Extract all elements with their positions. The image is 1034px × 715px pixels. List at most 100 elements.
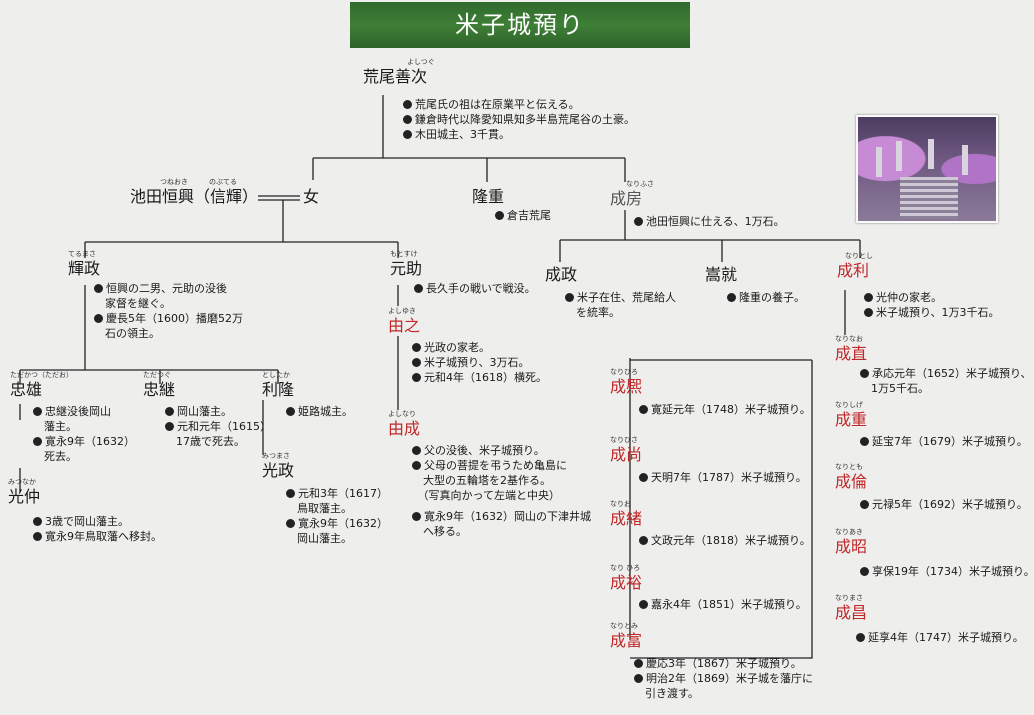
ruby-toshitaka: としたか xyxy=(262,371,290,379)
note-item: 天明7年（1787）米子城預り。 xyxy=(639,470,807,485)
ruby-naritomi: なりとみ xyxy=(610,622,638,630)
note-item: 鳥取藩主。 xyxy=(286,501,388,516)
note-item: 光政の家老。 xyxy=(412,340,547,355)
note-text: を統率。 xyxy=(565,306,620,319)
notes-yoshiyuki: 光政の家老。 米子城預り、3万石。 元和4年（1618）横死。 xyxy=(412,340,547,385)
note-text: へ移る。 xyxy=(412,525,467,538)
node-terumasa: てるまさ 輝政 xyxy=(68,250,100,279)
bullet-icon xyxy=(33,407,42,416)
notes-yoshinari: 父の没後、米子城預り。 父母の菩提を弔うため亀島に 大型の五輪塔を2基作る。 （… xyxy=(412,443,591,539)
note-item: 延宝7年（1679）米子城預り。 xyxy=(860,434,1028,449)
notes-tadakatsu: 忠継没後岡山 藩主。 寛永9年（1632） 死去。 xyxy=(33,404,135,464)
bullet-icon xyxy=(860,567,869,576)
ruby-mitsunaka: みつなか xyxy=(8,478,36,486)
ruby-narinao: なりなお xyxy=(835,335,863,343)
name-tsuneoki: 池田恒興（信輝） xyxy=(130,187,259,206)
note-text: 寛永9年鳥取藩へ移封。 xyxy=(45,530,162,543)
note-text: 倉吉荒尾 xyxy=(507,209,551,222)
node-narishige: なりしげ 成重 xyxy=(835,401,867,430)
note-text: （写真向かって左端と中央） xyxy=(412,489,560,502)
note-text: 17歳で死去。 xyxy=(165,435,245,448)
name-narimasa2: 成昌 xyxy=(835,603,868,622)
note-text: 天明7年（1787）米子城預り。 xyxy=(651,471,807,484)
note-item: 光仲の家老。 xyxy=(864,290,1000,305)
name-toshitaka: 利隆 xyxy=(262,380,295,399)
bullet-icon xyxy=(412,358,421,367)
name-onna: 女 xyxy=(303,187,320,206)
note-item: 岡山藩主。 xyxy=(165,404,271,419)
node-yoshinari: よしなり 由成 xyxy=(388,410,420,439)
notes-nario: 文政元年（1818）米子城預り。 xyxy=(639,533,811,548)
bullet-icon xyxy=(412,446,421,455)
note-text: 鎌倉時代以降愛知県知多半島荒尾谷の土豪。 xyxy=(415,113,635,126)
note-item: 寛永9年（1632） xyxy=(33,434,135,449)
note-text: 文政元年（1818）米子城預り。 xyxy=(651,534,811,547)
note-item: 倉吉荒尾 xyxy=(495,208,551,223)
node-naritomo: なりとも 成倫 xyxy=(835,463,867,492)
node-tadakatsu: ただかつ（ただお） 忠雄 xyxy=(10,371,73,400)
note-text: 藩主。 xyxy=(33,420,77,433)
note-item: 藩主。 xyxy=(33,419,135,434)
note-item: 鎌倉時代以降愛知県知多半島荒尾谷の土豪。 xyxy=(403,112,635,127)
note-item: 3歳で岡山藩主。 xyxy=(33,514,162,529)
bullet-icon xyxy=(412,373,421,382)
node-onna: 女 xyxy=(303,187,319,207)
note-item: 寛延元年（1748）米子城預り。 xyxy=(639,402,811,417)
note-item: 父母の菩提を弔うため亀島に xyxy=(412,458,591,473)
note-text: 米子城預り、1万3千石。 xyxy=(876,306,1000,319)
bullet-icon xyxy=(403,115,412,124)
note-text: 寛永9年（1632） xyxy=(298,517,388,530)
notes-terumasa: 恒興の二男、元助の没後 家督を継ぐ。 慶長5年（1600）播磨52万 石の領主。 xyxy=(94,281,243,341)
bullet-icon xyxy=(860,500,869,509)
note-item: （写真向かって左端と中央） xyxy=(412,488,591,503)
bullet-icon xyxy=(634,217,643,226)
note-item: 姫路城主。 xyxy=(286,404,353,419)
name-narifusa: 成房 xyxy=(610,189,643,208)
note-text: 承応元年（1652）米子城預り、 xyxy=(872,367,1032,380)
notes-narinao: 承応元年（1652）米子城預り、 1万5千石。 xyxy=(860,366,1032,396)
name-naritomi: 成富 xyxy=(610,631,643,650)
note-text: 明治2年（1869）米子城を藩庁に xyxy=(646,672,813,685)
note-item: 石の領主。 xyxy=(94,326,243,341)
note-item: 享保19年（1734）米子城預り。 xyxy=(860,564,1034,579)
note-text: 家督を継ぐ。 xyxy=(94,297,171,310)
bullet-icon xyxy=(412,343,421,352)
note-text: 寛永9年（1632） xyxy=(45,435,135,448)
note-text: 父の没後、米子城預り。 xyxy=(424,444,545,457)
note-text: 大型の五輪塔を2基作る。 xyxy=(412,474,551,487)
note-item: 文政元年（1818）米子城預り。 xyxy=(639,533,811,548)
note-text: 延宝7年（1679）米子城預り。 xyxy=(872,435,1028,448)
name-sukenari: 嵩就 xyxy=(705,265,738,284)
name-tadatsugu: 忠継 xyxy=(143,380,176,399)
note-item: 忠継没後岡山 xyxy=(33,404,135,419)
note-text: 木田城主、3千貫。 xyxy=(415,128,510,141)
notes-naritomi: 慶応3年（1867）米子城預り。 明治2年（1869）米子城を藩庁に 引き渡す。 xyxy=(634,656,813,701)
node-yoshitsugu: よしつぐ 荒尾善次 xyxy=(363,58,435,87)
note-item: 承応元年（1652）米子城預り、 xyxy=(860,366,1032,381)
notes-mitsunaka: 3歳で岡山藩主。 寛永9年鳥取藩へ移封。 xyxy=(33,514,162,544)
note-text: 死去。 xyxy=(33,450,77,463)
note-text: 長久手の戦いで戦没。 xyxy=(426,282,536,295)
ruby-narihisa: なりひさ xyxy=(610,436,638,444)
node-sukenari: 嵩就 xyxy=(705,265,737,285)
bullet-icon xyxy=(403,100,412,109)
notes-sukenari: 隆重の養子。 xyxy=(727,290,805,305)
note-text: 父母の菩提を弔うため亀島に xyxy=(424,459,567,472)
bullet-icon xyxy=(856,633,865,642)
bullet-icon xyxy=(860,369,869,378)
ruby-narihiro2: なり ひろ xyxy=(610,564,641,572)
ruby-narimasa2: なりまさ xyxy=(835,594,863,602)
bullet-icon xyxy=(414,284,423,293)
node-narimasa2: なりまさ 成昌 xyxy=(835,594,867,623)
bullet-icon xyxy=(33,532,42,541)
note-item: 隆重の養子。 xyxy=(727,290,805,305)
bullet-icon xyxy=(634,659,643,668)
bullet-icon xyxy=(403,130,412,139)
bullet-icon xyxy=(412,461,421,470)
name-narinao: 成直 xyxy=(835,344,868,363)
node-motosuke: もとすけ 元助 xyxy=(390,250,422,279)
notes-yoshitsugu: 荒尾氏の祖は在原業平と伝える。 鎌倉時代以降愛知県知多半島荒尾谷の土豪。 木田城… xyxy=(403,97,635,142)
name-yoshinari: 由成 xyxy=(388,419,421,438)
note-item: 家督を継ぐ。 xyxy=(94,296,243,311)
notes-toshitaka: 姫路城主。 xyxy=(286,404,353,419)
